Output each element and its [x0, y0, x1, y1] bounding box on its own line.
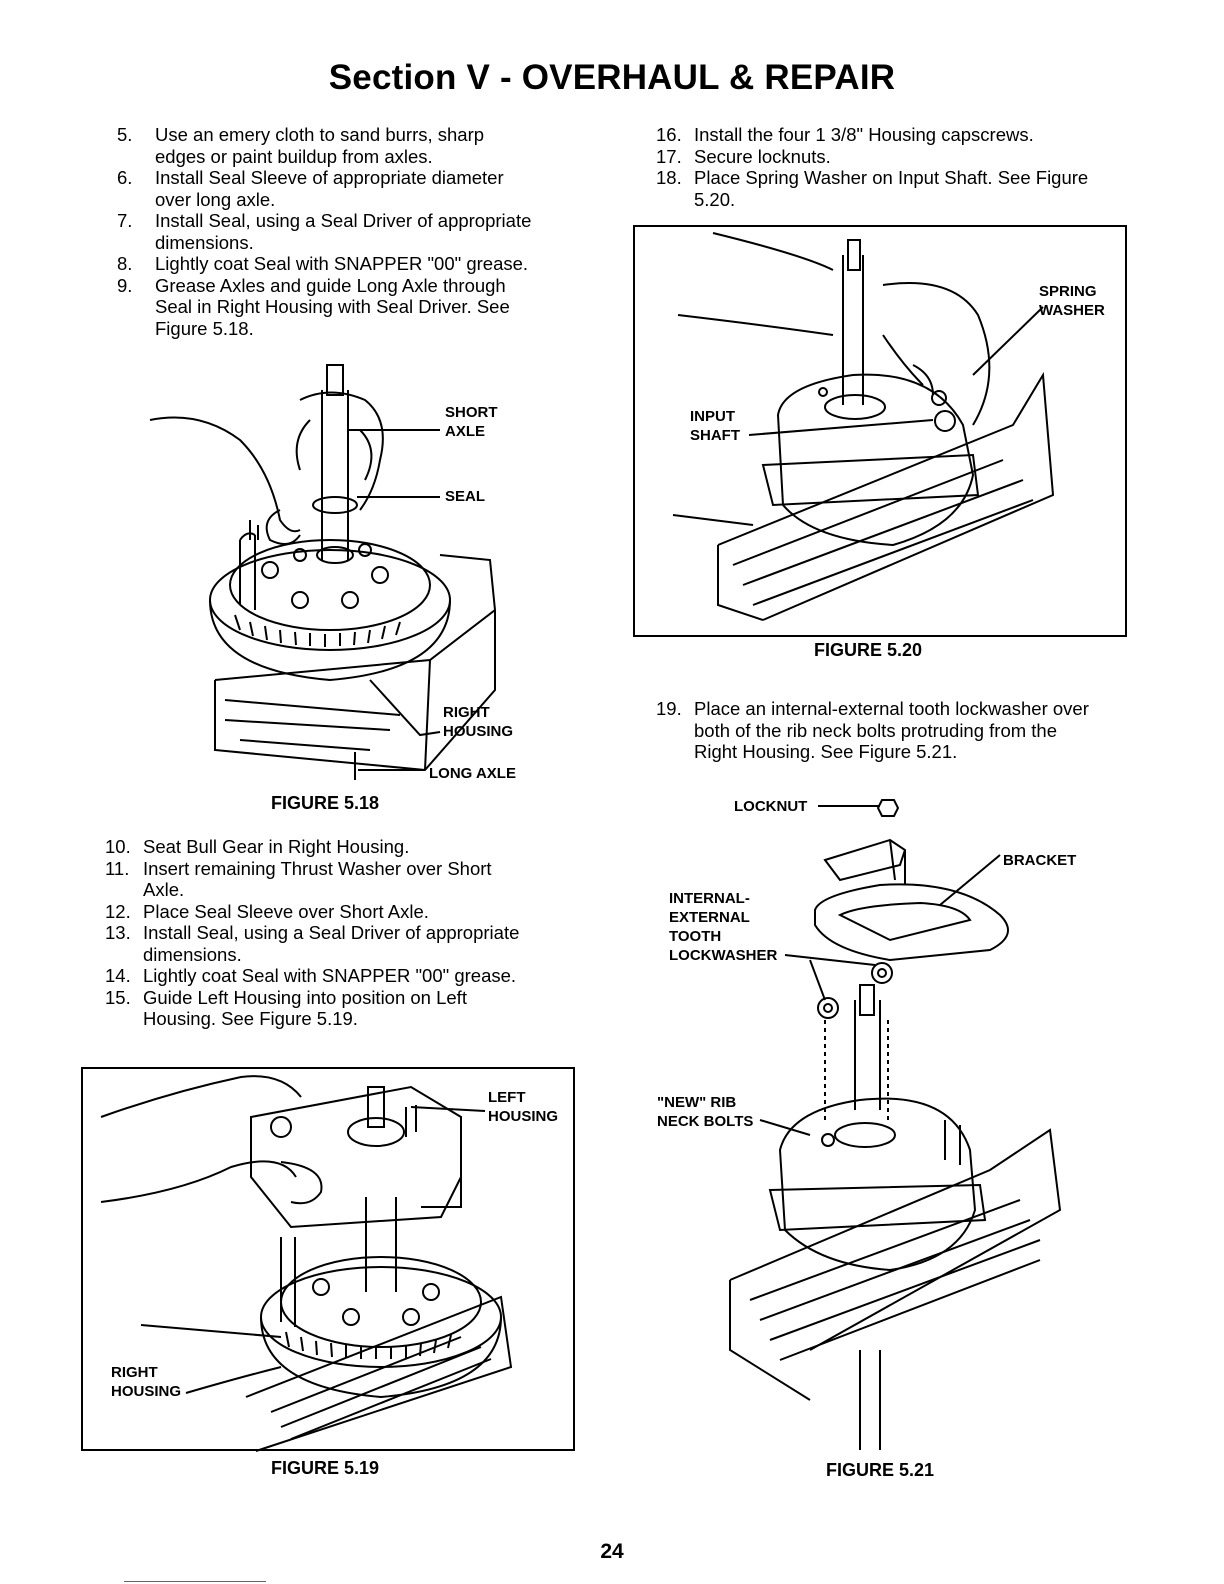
step-item: 18. Place Spring Washer on Input Shaft. S…	[656, 167, 1096, 210]
steps-list-right-top: 16. Install the four 1 3/8" Housing capsc…	[656, 124, 1096, 210]
label-locknut: LOCKNUT	[734, 798, 808, 815]
label-seal: SEAL	[445, 488, 486, 505]
step-number: 17.	[656, 145, 682, 167]
step-item: 6. Install Seal Sleeve of appropriate dia…	[117, 167, 537, 210]
step-text: Place Spring Washer on Input Shaft. See …	[694, 167, 1089, 210]
step-number: 16.	[656, 124, 682, 145]
step-number: 7.	[117, 210, 133, 231]
step-number: 9.	[117, 274, 133, 296]
steps-list-right-mid: 19. Place an internal-external tooth lock…	[656, 698, 1096, 763]
step-number: 13.	[105, 922, 131, 943]
step-text: Lightly coat Seal with SNAPPER "00" grea…	[143, 965, 517, 986]
step-number: 11.	[105, 857, 130, 879]
step-number: 15.	[105, 986, 131, 1008]
step-text: Place Seal Sleeve over Short Axle.	[143, 900, 429, 922]
step-number: 12.	[105, 900, 131, 922]
step-text: Place an internal-external tooth lockwas…	[694, 698, 1089, 762]
figure-5-21-illustration	[729, 799, 1062, 1450]
figure-5-18-illustration	[149, 364, 497, 780]
label-bracket: BRACKET	[1003, 852, 1077, 869]
step-number: 5.	[117, 124, 133, 145]
step-text: Lightly coat Seal with SNAPPER "00" grea…	[155, 253, 529, 274]
step-text: Grease Axles and guide Long Axle through…	[155, 274, 510, 339]
figure-5-20-frame	[633, 225, 1127, 637]
figure-5-19-frame	[81, 1067, 575, 1452]
step-number: 8.	[117, 253, 133, 274]
step-item: 11. Insert remaining Thrust Washer over S…	[105, 858, 525, 901]
step-number: 10.	[105, 836, 131, 857]
step-item: 9. Grease Axles and guide Long Axle throu…	[117, 275, 537, 340]
step-item: 10. Seat Bull Gear in Right Housing.	[105, 836, 525, 858]
step-text: Insert remaining Thrust Washer over Shor…	[143, 857, 492, 901]
step-item: 7. Install Seal, using a Seal Driver of a…	[117, 210, 537, 253]
step-text: Install Seal, using a Seal Driver of app…	[155, 210, 532, 253]
step-text: Use an emery cloth to sand burrs, sharp …	[155, 124, 485, 167]
step-text: Install the four 1 3/8" Housing capscrew…	[694, 124, 1034, 145]
step-item: 14. Lightly coat Seal with SNAPPER "00" g…	[105, 965, 525, 987]
step-item: 17. Secure locknuts.	[656, 146, 1096, 168]
step-text: Guide Left Housing into position on Left…	[143, 986, 467, 1030]
step-item: 8. Lightly coat Seal with SNAPPER "00" gr…	[117, 253, 537, 275]
figure-5-18-caption: FIGURE 5.18	[271, 793, 380, 813]
label-long-axle: LONG AXLE	[429, 765, 516, 782]
steps-list-left-bottom: 10. Seat Bull Gear in Right Housing. 11. In…	[105, 836, 525, 1030]
page-number: 24	[600, 1540, 624, 1563]
step-item: 19. Place an internal-external tooth lock…	[656, 698, 1096, 763]
step-text: Install Seal, using a Seal Driver of app…	[143, 922, 520, 965]
step-number: 14.	[105, 965, 131, 986]
steps-list-left-top: 5. Use an emery cloth to sand burrs, shar…	[117, 124, 537, 339]
figure-5-20-caption: FIGURE 5.20	[814, 640, 923, 660]
step-text: Seat Bull Gear in Right Housing.	[143, 836, 410, 857]
step-text: Secure locknuts.	[694, 145, 831, 167]
step-number: 6.	[117, 167, 133, 188]
step-item: 12. Place Seal Sleeve over Short Axle.	[105, 901, 525, 923]
step-item: 16. Install the four 1 3/8" Housing capsc…	[656, 124, 1096, 146]
step-item: 15. Guide Left Housing into position on L…	[105, 987, 525, 1030]
bottom-rule	[124, 1581, 266, 1582]
step-item: 13. Install Seal, using a Seal Driver of …	[105, 922, 525, 965]
step-number: 18.	[656, 167, 682, 188]
step-text: Install Seal Sleeve of appropriate diame…	[155, 167, 504, 210]
page-title: Section V - OVERHAUL & REPAIR	[328, 58, 896, 97]
figure-5-19-caption: FIGURE 5.19	[271, 1458, 380, 1478]
step-item: 5. Use an emery cloth to sand burrs, shar…	[117, 124, 537, 167]
step-number: 19.	[656, 698, 682, 719]
figure-5-21-caption: FIGURE 5.21	[826, 1460, 935, 1480]
